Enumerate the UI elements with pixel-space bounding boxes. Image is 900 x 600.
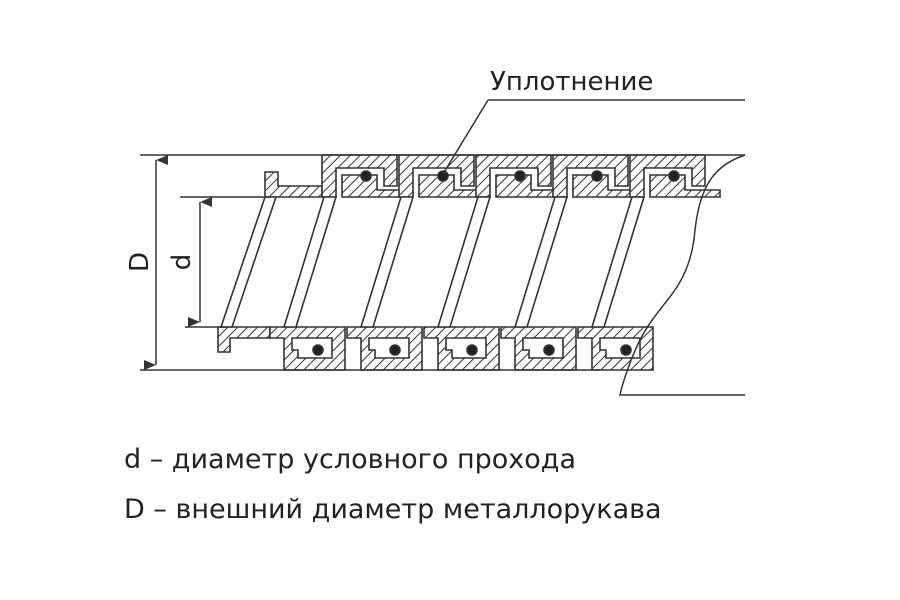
top-link-inner-profile (649, 174, 721, 198)
helix-strut (359, 196, 415, 328)
seal-dot (466, 344, 478, 356)
seal-dot (668, 170, 680, 182)
bottom-link-groove (291, 337, 333, 359)
helix-strut (513, 196, 569, 328)
legend-inner-diameter: d – диаметр условного прохода (124, 444, 576, 475)
helix-strut (219, 196, 278, 328)
helix-strut (436, 196, 492, 328)
seal-label: Уплотнение (490, 67, 653, 97)
helix-strut (590, 196, 646, 328)
bottom-link-groove (522, 337, 564, 359)
helix-strut (282, 196, 338, 328)
hose-cut-edge (619, 154, 746, 396)
hose-start-top (264, 171, 323, 198)
seal-dot (591, 170, 603, 182)
hose-start-bottom (217, 326, 271, 353)
bottom-link-groove (368, 337, 410, 359)
legend-outer-diameter: D – внешний диаметр металлорукава (124, 494, 662, 525)
seal-dot (360, 170, 372, 182)
outer-diameter-label: D (125, 252, 155, 272)
seal-leader-line (442, 99, 489, 175)
bottom-link-groove (445, 337, 487, 359)
inner-diameter-label: d (167, 254, 197, 271)
seal-dot (389, 344, 401, 356)
seal-dot (514, 170, 526, 182)
seal-dot (312, 344, 324, 356)
bottom-link-groove (599, 337, 641, 359)
seal-dot (620, 344, 632, 356)
seal-dot (543, 344, 555, 356)
seal-dot (437, 170, 449, 182)
